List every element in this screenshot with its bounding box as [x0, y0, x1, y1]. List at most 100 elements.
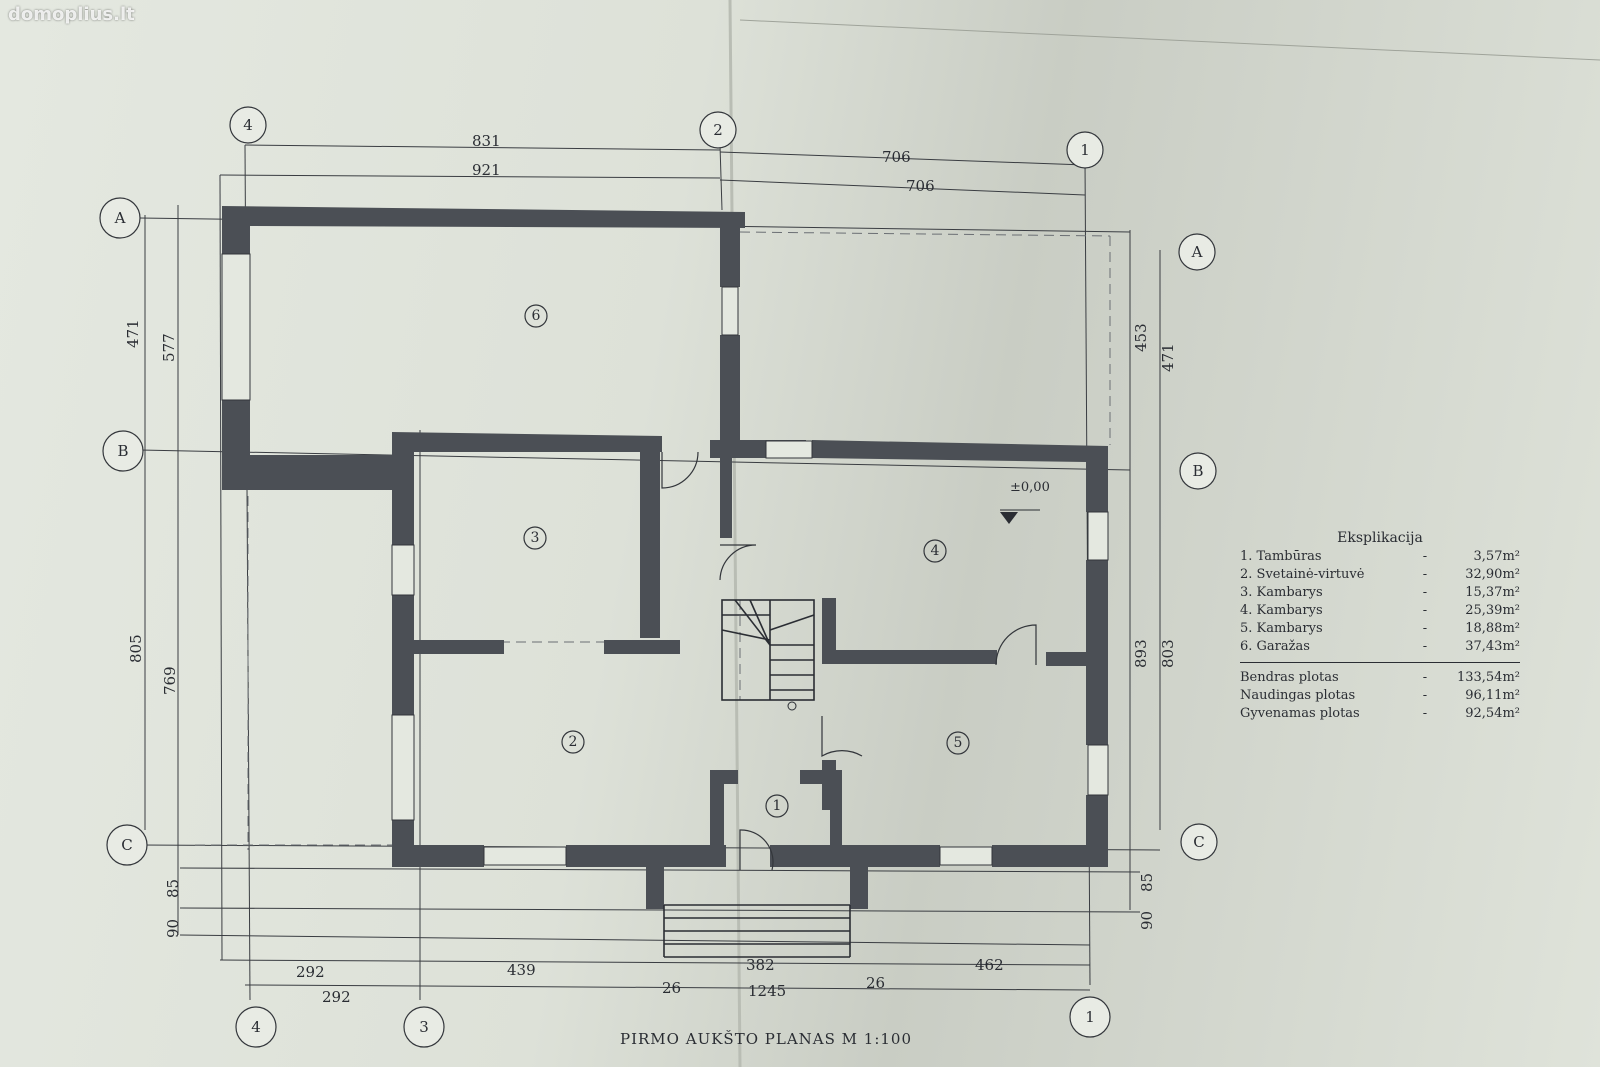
legend-divider	[1240, 662, 1520, 663]
legend-item-separator: -	[1422, 639, 1428, 654]
dim-471-left: 471	[124, 319, 142, 348]
dim-803: 803	[1159, 639, 1177, 668]
dim-292-a: 292	[296, 963, 325, 981]
svg-text:4: 4	[251, 1018, 261, 1036]
legend-item-row: 3. Kambarys - 15,37m²	[1240, 584, 1520, 602]
dim-893: 893	[1132, 639, 1150, 668]
legend-item-value: 37,43m²	[1465, 639, 1520, 654]
dimension-labels: 831 921 706 706 471 577 805 769 85 90 45…	[124, 132, 1177, 1006]
legend-item-row: 2. Svetainė-virtuvė - 32,90m²	[1240, 566, 1520, 584]
dashed-outlines	[195, 231, 1111, 850]
legend-item-row: 5. Kambarys-18,88m²	[1240, 620, 1520, 638]
legend-item-value: 32,90m²	[1465, 567, 1520, 582]
dim-382: 382	[746, 956, 775, 974]
svg-text:A: A	[1191, 243, 1203, 261]
legend-item-label: 6. Garažas	[1240, 639, 1310, 654]
plan-title: PIRMO AUKŠTO PLANAS M 1:100	[620, 1030, 913, 1048]
dim-26-b: 26	[866, 974, 885, 992]
dim-769: 769	[161, 666, 179, 695]
entrance-steps	[663, 904, 851, 958]
legend-item-value: 15,37m²	[1465, 585, 1520, 600]
room-marker-5: 5	[946, 731, 970, 755]
legend-item-separator: -	[1422, 603, 1428, 618]
legend-item-label: 5. Kambarys	[1240, 621, 1323, 636]
dim-292-b: 292	[322, 988, 351, 1006]
svg-text:A: A	[114, 209, 126, 227]
dim-1245: 1245	[748, 982, 786, 1000]
room-marker-4: 4	[923, 539, 947, 563]
svg-text:1: 1	[1085, 1008, 1095, 1026]
legend-item-value: 25,39m²	[1465, 603, 1520, 618]
axis-top-1: 1	[1066, 131, 1104, 169]
svg-text:C: C	[121, 836, 132, 854]
legend-item-row: 4. Kambarys-25,39m²	[1240, 602, 1520, 620]
level-marker-icon	[1000, 512, 1018, 524]
room-marker-3: 3	[523, 526, 547, 550]
axis-top-4: 4	[229, 106, 267, 144]
room-marker-2: 2	[561, 730, 585, 754]
room-markers: 6 3 4 2 5 1	[523, 304, 970, 818]
dim-26-a: 26	[662, 979, 681, 997]
axis-markers: 4 2 1 A B C A B C 4 3 1	[99, 106, 1218, 1048]
dim-831: 831	[472, 132, 501, 150]
dim-462: 462	[975, 956, 1004, 974]
dim-706-a: 706	[882, 148, 911, 166]
svg-text:3: 3	[419, 1018, 429, 1036]
legend-total-separator: -	[1422, 688, 1428, 703]
legend-total-value: 133,54m²	[1456, 670, 1520, 685]
svg-text:3: 3	[531, 530, 540, 546]
legend-item-separator: -	[1422, 621, 1428, 636]
staircase	[721, 599, 815, 711]
room-marker-6: 6	[524, 304, 548, 328]
legend-item-separator: -	[1422, 585, 1428, 600]
room-marker-1: 1	[765, 794, 789, 818]
dim-90-left: 90	[164, 919, 182, 938]
dim-90-right: 90	[1138, 911, 1156, 930]
legend-item-label: 2. Svetainė-virtuvė	[1240, 567, 1365, 582]
paper-edge	[739, 19, 1600, 61]
walls	[222, 206, 1108, 909]
legend-item-separator: -	[1422, 567, 1428, 582]
legend-title: Eksplikacija	[1337, 530, 1423, 546]
dim-85-right: 85	[1138, 873, 1156, 892]
legend-item-separator: -	[1422, 549, 1428, 564]
dim-921: 921	[472, 161, 501, 179]
legend-total-label: Gyvenamas plotas	[1240, 706, 1360, 721]
svg-text:4: 4	[931, 543, 940, 559]
svg-text:5: 5	[954, 735, 963, 751]
legend-total-row: Bendras plotas-133,54m²	[1240, 669, 1520, 687]
svg-text:6: 6	[532, 308, 541, 324]
legend-total-separator: -	[1422, 706, 1428, 721]
axis-left-C: C	[106, 824, 148, 866]
level-mark-label: ±0,00	[1010, 480, 1050, 495]
paper-fold	[728, 0, 742, 1067]
dim-453: 453	[1132, 323, 1150, 352]
legend-total-value: 96,11m²	[1465, 688, 1520, 703]
dim-439: 439	[507, 961, 536, 979]
axis-right-A: A	[1178, 233, 1216, 271]
doors	[661, 451, 1037, 871]
svg-text:2: 2	[713, 121, 723, 139]
dim-577: 577	[160, 333, 178, 362]
dim-471-right: 471	[1159, 343, 1177, 372]
legend-total-value: 92,54m²	[1465, 706, 1520, 721]
legend-item-row: 1. Tambūras-3,57m²	[1240, 548, 1520, 566]
svg-text:1: 1	[773, 798, 782, 814]
watermark-logo: domoplius.lt	[8, 4, 135, 25]
axis-bottom-1: 1	[1069, 996, 1111, 1038]
axis-right-C: C	[1180, 823, 1218, 861]
legend-total-row: Gyvenamas plotas - 92,54m²	[1240, 705, 1520, 723]
axis-right-B: B	[1179, 452, 1217, 490]
svg-text:1: 1	[1080, 141, 1090, 159]
legend-item-label: 3. Kambarys	[1240, 585, 1323, 600]
dim-85-left: 85	[164, 879, 182, 898]
axis-bottom-3: 3	[403, 1006, 445, 1048]
svg-text:4: 4	[243, 116, 253, 134]
legend-item-value: 3,57m²	[1473, 549, 1520, 564]
dim-805: 805	[127, 634, 145, 663]
